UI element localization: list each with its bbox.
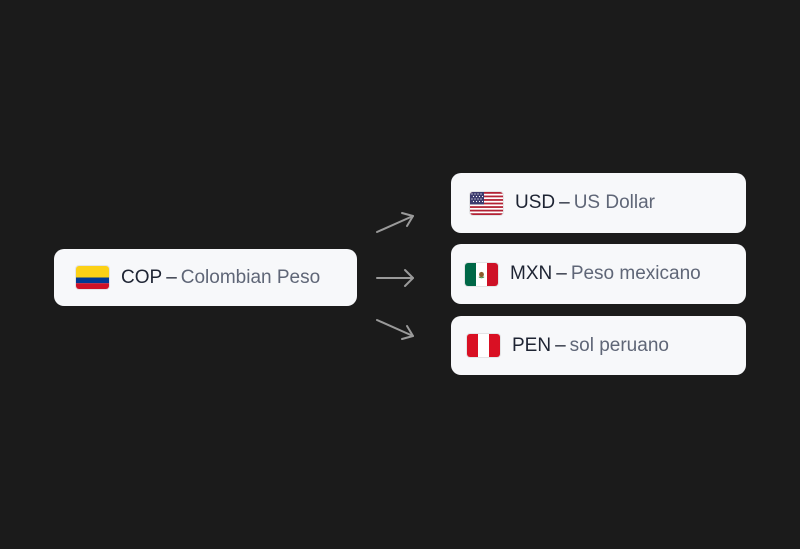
target-currency-dash: – bbox=[559, 192, 570, 213]
target-currency-code: MXN bbox=[510, 263, 553, 284]
target-currency-name: US Dollar bbox=[573, 192, 656, 213]
arrow-up-right-icon bbox=[376, 212, 414, 233]
usa-flag-icon bbox=[470, 191, 503, 215]
peru-flag-icon bbox=[467, 334, 500, 357]
arrow-down-right-icon bbox=[376, 319, 414, 340]
target-currency-card-usd[interactable]: USD – US Dollar bbox=[451, 173, 746, 233]
target-currency-dash: – bbox=[556, 263, 567, 284]
target-currency-card-pen[interactable]: PEN – sol peruano bbox=[451, 316, 746, 375]
target-currency-code: USD bbox=[515, 192, 556, 213]
mexico-flag-icon bbox=[465, 262, 498, 286]
source-currency-code: COP bbox=[121, 266, 163, 288]
source-currency-dash: – bbox=[166, 266, 177, 288]
source-currency-name: Colombian Peso bbox=[180, 266, 321, 288]
target-currency-dash: – bbox=[555, 334, 566, 356]
target-currency-name: sol peruano bbox=[569, 334, 669, 356]
colombia-flag-icon bbox=[76, 266, 109, 289]
source-currency-card[interactable]: COP – Colombian Peso bbox=[54, 249, 357, 306]
target-currency-code: PEN bbox=[512, 334, 552, 356]
arrow-right-icon bbox=[376, 269, 414, 287]
target-currency-name: Peso mexicano bbox=[570, 263, 701, 284]
target-currency-card-mxn[interactable]: MXN – Peso mexicano bbox=[451, 244, 746, 304]
